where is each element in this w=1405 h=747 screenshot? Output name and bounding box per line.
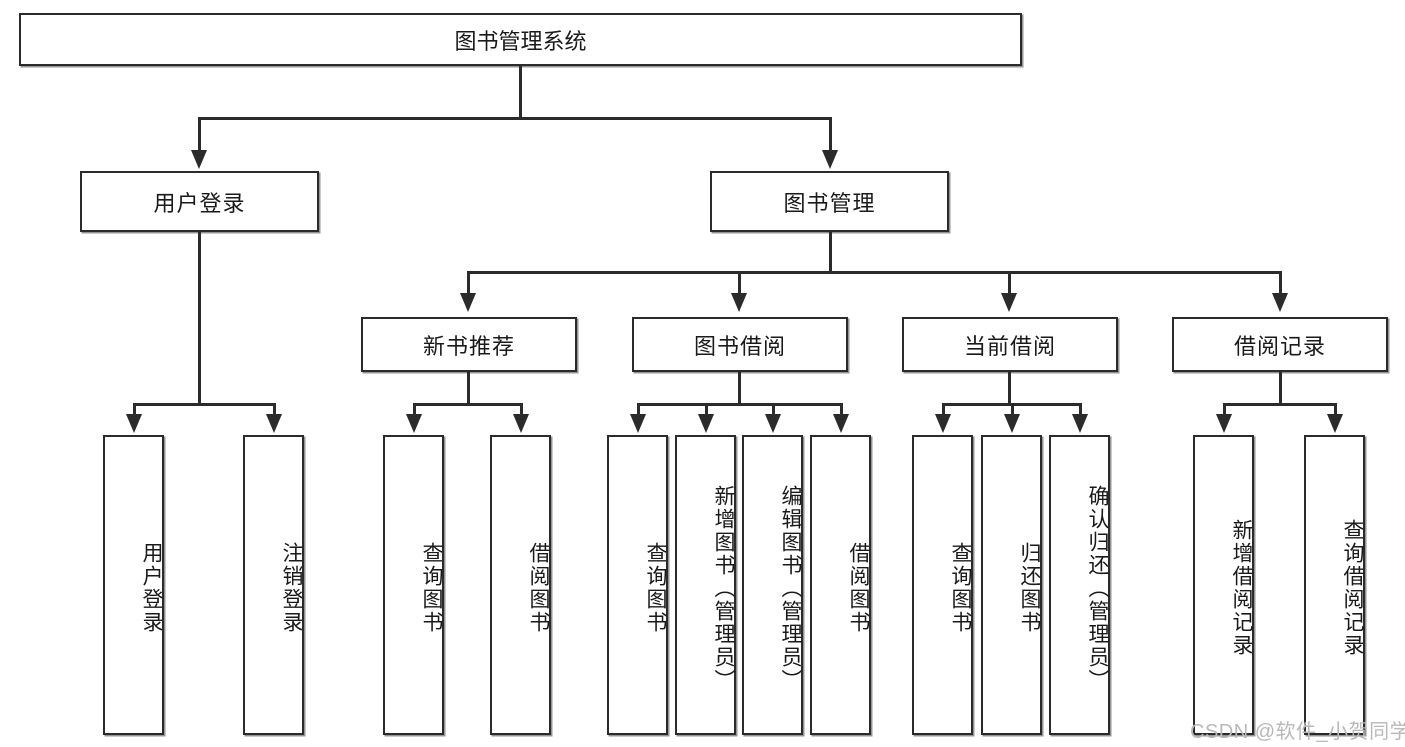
connector-level3-bus: [467, 271, 1279, 274]
node-current-borrow[interactable]: 当前借阅: [902, 317, 1118, 372]
leaf-confirm-return-admin[interactable]: 确认归还（管理员）: [1049, 435, 1110, 735]
leaf-return-book[interactable]: 归还图书: [981, 435, 1042, 735]
node-user-login[interactable]: 用户登录: [80, 171, 319, 232]
node-book-borrow[interactable]: 图书借阅: [632, 317, 848, 372]
arrowhead-leaf-add-book: [698, 414, 714, 433]
connector-book-management-stem: [829, 232, 832, 273]
connector-current-borrow-drop-1: [942, 403, 945, 417]
node-label: 图书管理系统: [454, 28, 587, 54]
arrowhead-leaf-query-book-3: [935, 414, 951, 433]
leaf-query-book-current[interactable]: 查询图书: [912, 435, 973, 735]
node-label: 编辑图书（管理员）: [779, 484, 802, 692]
arrowhead-new-book-recommend: [460, 293, 476, 312]
connector-user-login-drop-2: [273, 403, 276, 417]
leaf-borrow-book-new[interactable]: 借阅图书: [490, 435, 551, 735]
connector-new-book-stem: [467, 372, 470, 405]
arrowhead-leaf-query-book-1: [406, 414, 422, 433]
leaf-user-login[interactable]: 用户登录: [103, 435, 164, 735]
node-label: 图书借阅: [693, 333, 786, 359]
node-borrow-record[interactable]: 借阅记录: [1172, 317, 1388, 372]
leaf-logout[interactable]: 注销登录: [243, 435, 304, 735]
connector-book-borrow-drop-2: [705, 403, 708, 417]
connector-book-borrow-drop-3: [772, 403, 775, 417]
arrowhead-leaf-logout: [266, 414, 282, 433]
csdn-watermark: CSDN @软件_小贺同学: [1190, 721, 1405, 743]
connector-new-book-drop-1: [413, 403, 416, 417]
connector-new-book-drop-2: [520, 403, 523, 417]
leaf-borrow-book[interactable]: 借阅图书: [810, 435, 871, 735]
connector-user-login-drop-1: [133, 403, 136, 417]
connector-to-borrow-record: [1279, 271, 1282, 295]
connector-current-borrow-drop-3: [1079, 403, 1082, 417]
node-label: 查询图书: [644, 542, 667, 634]
connector-book-borrow-drop-1: [637, 403, 640, 417]
node-label: 图书管理: [783, 190, 876, 216]
leaf-query-book-new[interactable]: 查询图书: [383, 435, 444, 735]
arrowhead-leaf-edit-book: [765, 414, 781, 433]
node-label: 确认归还（管理员）: [1086, 484, 1109, 692]
arrowhead-leaf-query-record: [1327, 414, 1343, 433]
node-label: 借阅图书: [847, 542, 870, 634]
arrowhead-book-borrow: [731, 293, 747, 312]
node-label: 新书推荐: [422, 333, 515, 359]
node-book-management[interactable]: 图书管理: [710, 171, 949, 232]
connector-book-borrow-drop-4: [840, 403, 843, 417]
node-label: 用户登录: [153, 190, 246, 216]
connector-borrow-record-bus: [1223, 403, 1337, 406]
arrowhead-leaf-user-login: [126, 414, 142, 433]
arrowhead-leaf-add-record: [1216, 414, 1232, 433]
node-label: 当前借阅: [963, 333, 1056, 359]
arrowhead-book-management: [822, 150, 838, 169]
connector-new-book-bus: [413, 403, 523, 406]
node-root-book-management-system[interactable]: 图书管理系统: [19, 13, 1022, 66]
connector-book-borrow-stem: [738, 372, 741, 405]
node-label: 注销登录: [280, 542, 303, 634]
connector-to-book-borrow: [738, 271, 741, 295]
leaf-query-borrow-record[interactable]: 查询借阅记录: [1304, 435, 1365, 735]
connector-borrow-record-drop-2: [1334, 403, 1337, 417]
arrowhead-borrow-record: [1272, 293, 1288, 312]
connector-borrow-record-stem: [1279, 372, 1282, 405]
arrowhead-user-login: [191, 150, 207, 169]
connector-user-login-stem: [198, 232, 201, 405]
arrowhead-leaf-return-book: [1004, 414, 1020, 433]
connector-root-to-user-login: [198, 117, 201, 151]
connector-root-to-book-management: [829, 117, 832, 151]
node-new-book-recommend[interactable]: 新书推荐: [361, 317, 577, 372]
arrowhead-current-borrow: [1001, 293, 1017, 312]
connector-current-borrow-drop-2: [1011, 403, 1014, 417]
node-label: 查询图书: [949, 542, 972, 634]
node-label: 借阅图书: [527, 542, 550, 634]
node-label: 借阅记录: [1233, 333, 1326, 359]
node-label: 新增借阅记录: [1230, 519, 1253, 657]
connector-user-login-bus: [133, 403, 276, 406]
connector-root-stem: [519, 66, 522, 119]
arrowhead-leaf-query-book-2: [630, 414, 646, 433]
connector-to-new-book: [467, 271, 470, 295]
connector-current-borrow-bus: [942, 403, 1079, 406]
arrowhead-leaf-borrow-book-2: [833, 414, 849, 433]
leaf-edit-book-admin[interactable]: 编辑图书（管理员）: [742, 435, 803, 735]
node-label: 新增图书（管理员）: [712, 484, 735, 692]
connector-book-borrow-bus: [637, 403, 841, 406]
node-label: 归还图书: [1018, 542, 1041, 634]
connector-to-current-borrow: [1008, 271, 1011, 295]
connector-current-borrow-stem: [1008, 372, 1011, 405]
leaf-add-book-admin[interactable]: 新增图书（管理员）: [675, 435, 736, 735]
leaf-query-book-borrow[interactable]: 查询图书: [607, 435, 668, 735]
arrowhead-leaf-confirm-return: [1072, 414, 1088, 433]
connector-borrow-record-drop-1: [1223, 403, 1226, 417]
node-label: 用户登录: [140, 542, 163, 634]
leaf-add-borrow-record[interactable]: 新增借阅记录: [1193, 435, 1254, 735]
node-label: 查询图书: [420, 542, 443, 634]
connector-root-bus: [198, 117, 831, 120]
arrowhead-leaf-borrow-book-1: [513, 414, 529, 433]
node-label: 查询借阅记录: [1341, 519, 1364, 657]
